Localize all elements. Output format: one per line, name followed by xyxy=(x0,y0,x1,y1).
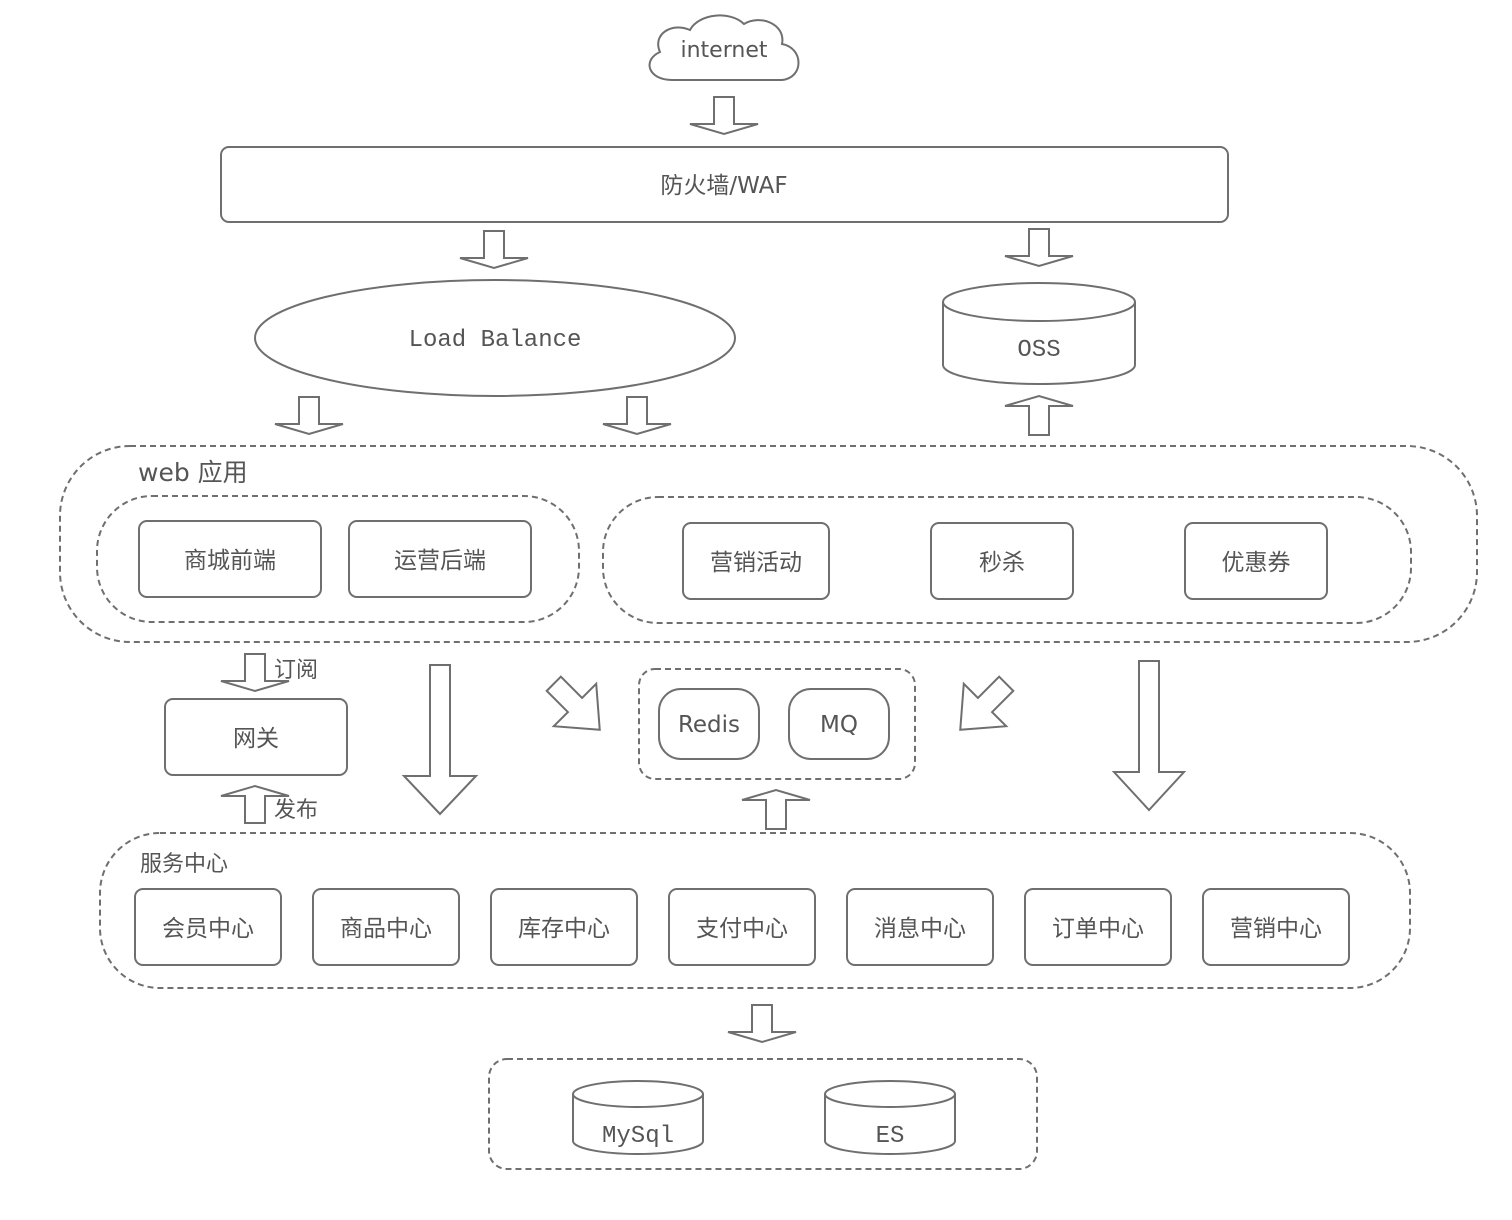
oss-storage: OSS xyxy=(942,282,1136,385)
mq-node: MQ xyxy=(788,688,890,760)
node-label: 商城前端 xyxy=(184,548,276,574)
node-label: 营销活动 xyxy=(710,550,802,576)
internet-cloud: internet xyxy=(648,14,800,81)
arrow-down-icon xyxy=(274,396,344,436)
node-label: 优惠券 xyxy=(1222,550,1291,576)
arrow-down-icon xyxy=(1111,660,1187,812)
node-label: 库存中心 xyxy=(518,916,610,942)
service-payment: 支付中心 xyxy=(668,888,816,966)
service-message: 消息中心 xyxy=(846,888,994,966)
gateway-node: 网关 xyxy=(164,698,348,776)
service-inventory: 库存中心 xyxy=(490,888,638,966)
internet-label: internet xyxy=(681,38,768,63)
node-label: 订单中心 xyxy=(1052,916,1144,942)
cache-mq-group: Redis MQ xyxy=(638,668,916,780)
node-flash-sale: 秒杀 xyxy=(930,522,1074,600)
service-product: 商品中心 xyxy=(312,888,460,966)
node-coupon: 优惠券 xyxy=(1184,522,1328,600)
node-marketing-activity: 营销活动 xyxy=(682,522,830,600)
arrow-down-icon xyxy=(727,1004,797,1044)
es-label: ES xyxy=(876,1123,905,1150)
storage-group: MySql ES xyxy=(488,1058,1038,1170)
load-balance-node: Load Balance xyxy=(254,279,736,397)
redis-node: Redis xyxy=(658,688,760,760)
load-balance-label: Load Balance xyxy=(409,327,582,354)
firewall-label: 防火墙/WAF xyxy=(660,173,787,199)
web-app-group: web 应用 商城前端 运营后端 营销活动 秒杀 优惠券 xyxy=(59,445,1478,643)
arrow-down-icon xyxy=(602,396,672,436)
arrow-down-icon xyxy=(401,664,479,816)
node-label: 会员中心 xyxy=(162,916,254,942)
service-center-title: 服务中心 xyxy=(140,852,228,877)
web-app-title: web 应用 xyxy=(138,458,248,487)
service-member: 会员中心 xyxy=(134,888,282,966)
mysql-label: MySql xyxy=(602,1123,674,1150)
service-center-group: 服务中心 会员中心 商品中心 库存中心 支付中心 消息中心 订单中心 营销中心 xyxy=(99,832,1411,989)
es-database: ES xyxy=(824,1080,956,1155)
service-marketing: 营销中心 xyxy=(1202,888,1350,966)
arrow-diagonal-icon xyxy=(959,675,1015,731)
node-label: 消息中心 xyxy=(874,916,966,942)
publish-label: 发布 xyxy=(274,798,318,823)
service-order: 订单中心 xyxy=(1024,888,1172,966)
node-mall-frontend: 商城前端 xyxy=(138,520,322,598)
arrow-down-icon xyxy=(459,230,529,270)
arrow-down-icon xyxy=(1004,228,1074,268)
redis-label: Redis xyxy=(678,712,740,738)
arrow-up-icon xyxy=(220,784,290,824)
arrow-down-icon xyxy=(220,653,290,693)
oss-label: OSS xyxy=(1017,337,1060,364)
subscribe-label: 订阅 xyxy=(274,658,318,683)
mysql-database: MySql xyxy=(572,1080,704,1155)
node-ops-backend: 运营后端 xyxy=(348,520,532,598)
node-label: 秒杀 xyxy=(979,550,1025,576)
node-label: 营销中心 xyxy=(1230,916,1322,942)
mq-label: MQ xyxy=(820,712,858,738)
arrow-up-icon xyxy=(741,788,811,830)
node-label: 支付中心 xyxy=(696,916,788,942)
node-label: 运营后端 xyxy=(394,548,486,574)
node-label: 商品中心 xyxy=(340,916,432,942)
arrow-down-icon xyxy=(689,96,759,136)
firewall-box: 防火墙/WAF xyxy=(220,146,1229,223)
arrow-diagonal-icon xyxy=(545,675,601,731)
gateway-label: 网关 xyxy=(233,726,279,752)
arrow-up-icon xyxy=(1004,394,1074,436)
